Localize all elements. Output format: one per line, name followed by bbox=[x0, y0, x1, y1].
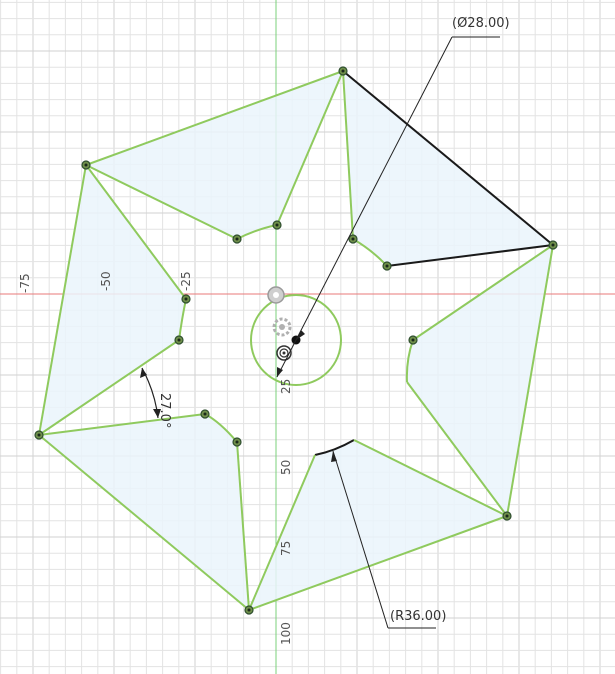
angle-dimension[interactable] bbox=[140, 367, 161, 419]
sketch-point-center bbox=[84, 163, 88, 167]
ruler-label-y-50: 50 bbox=[279, 460, 293, 475]
sketch-point-center bbox=[203, 412, 207, 416]
sketch-point-center bbox=[37, 433, 41, 437]
ruler-label-y-75: 75 bbox=[279, 541, 293, 556]
diameter-dimension[interactable] bbox=[276, 36, 500, 378]
outer-polygon[interactable] bbox=[38, 70, 554, 611]
diameter-label[interactable]: (Ø28.00) bbox=[452, 16, 510, 31]
sketch-point-center bbox=[411, 338, 415, 342]
sketch-point-center bbox=[385, 264, 389, 268]
radius-dimension[interactable] bbox=[331, 450, 436, 629]
coincident-constraint-icon[interactable] bbox=[267, 286, 285, 304]
star-profile[interactable] bbox=[38, 70, 554, 611]
center-circle[interactable] bbox=[250, 294, 342, 386]
ruler-label-y-100: 100 bbox=[279, 622, 293, 645]
ruler-label-x-neg-75: -75 bbox=[18, 273, 32, 293]
sketch-point-center bbox=[551, 243, 555, 247]
sketch-point-center bbox=[247, 608, 251, 612]
sketch-point-center bbox=[351, 237, 355, 241]
sketch-point-center bbox=[184, 297, 188, 301]
ruler-label-x-neg-50: -50 bbox=[99, 271, 113, 291]
sketch-point-center bbox=[177, 338, 181, 342]
selected-edges[interactable] bbox=[314, 70, 554, 456]
sketch-point-center bbox=[505, 514, 509, 518]
sketch-point-center bbox=[275, 223, 279, 227]
angle-label[interactable]: 27.0° bbox=[157, 393, 172, 428]
ruler-label-x-neg-25: -25 bbox=[179, 271, 193, 291]
sketch-points[interactable] bbox=[34, 66, 558, 615]
gear-icon bbox=[272, 317, 292, 337]
sketch-point-center bbox=[341, 69, 345, 73]
ruler-label-y-25: 25 bbox=[279, 379, 293, 394]
sketch-point-center bbox=[235, 237, 239, 241]
radius-label[interactable]: (R36.00) bbox=[390, 609, 446, 624]
sketch-point-center bbox=[235, 440, 239, 444]
